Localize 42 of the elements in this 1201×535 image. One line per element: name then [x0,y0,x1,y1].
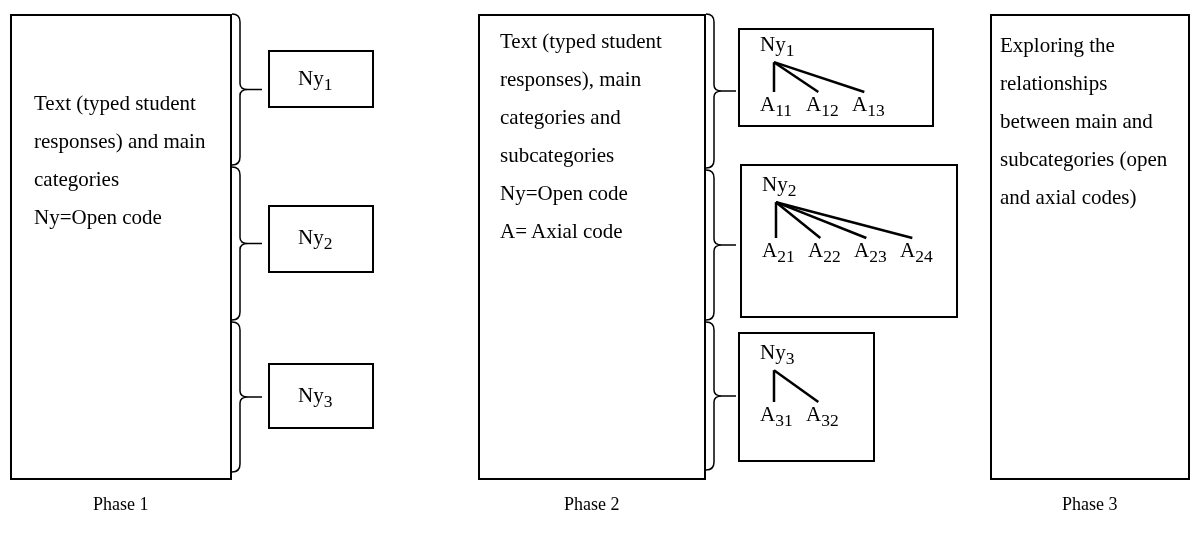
code-label: A$_{21}$ [762,238,795,269]
code-label: Ny$_{1}$ [760,32,795,63]
phase-box [10,14,232,480]
tree-line [773,369,820,403]
tree-line [775,201,867,240]
tree-line [775,201,822,239]
box-text: Ny=Open code [34,204,163,231]
box-text: Ny$_{3}$ [298,383,334,413]
tree-line [773,61,820,94]
code-box [268,205,374,273]
phase-caption: Phase 1 [93,494,149,515]
box-text: A= Axial code [500,218,624,245]
code-label: A$_{13}$ [852,92,885,123]
tree-line [774,202,778,238]
phase-box [990,14,1190,480]
tree-line [775,201,913,240]
code-tree-box [740,164,958,318]
box-text: Ny$_{2}$ [298,225,334,255]
tree-line [772,62,776,92]
code-tree-box [738,28,934,127]
code-label: A$_{23}$ [854,238,887,269]
box-text: Text (typed student responses), main categories and subcategories [500,28,663,169]
code-label: Ny$_{2}$ [762,172,797,203]
code-label: A$_{31}$ [760,402,793,433]
code-tree-box [738,332,875,462]
box-text: Ny=Open code [500,180,629,207]
code-label: A$_{22}$ [808,238,841,269]
box-text: Ny$_{1}$ [298,66,334,96]
box-text: Exploring the relationships between main and subcategories (open and axial codes) [1000,32,1169,211]
code-box [268,363,374,429]
tree-line [773,61,865,94]
code-label: A$_{12}$ [806,92,839,123]
code-label: Ny$_{3}$ [760,340,795,371]
box-text: Text (typed student responses) and main categories [34,90,207,193]
code-label: A$_{11}$ [760,92,793,123]
code-label: A$_{24}$ [900,238,933,269]
code-box [268,50,374,108]
code-label: A$_{32}$ [806,402,839,433]
tree-line [772,370,776,402]
phase-box [478,14,706,480]
phase-caption: Phase 3 [1062,494,1118,515]
phase-caption: Phase 2 [564,494,620,515]
